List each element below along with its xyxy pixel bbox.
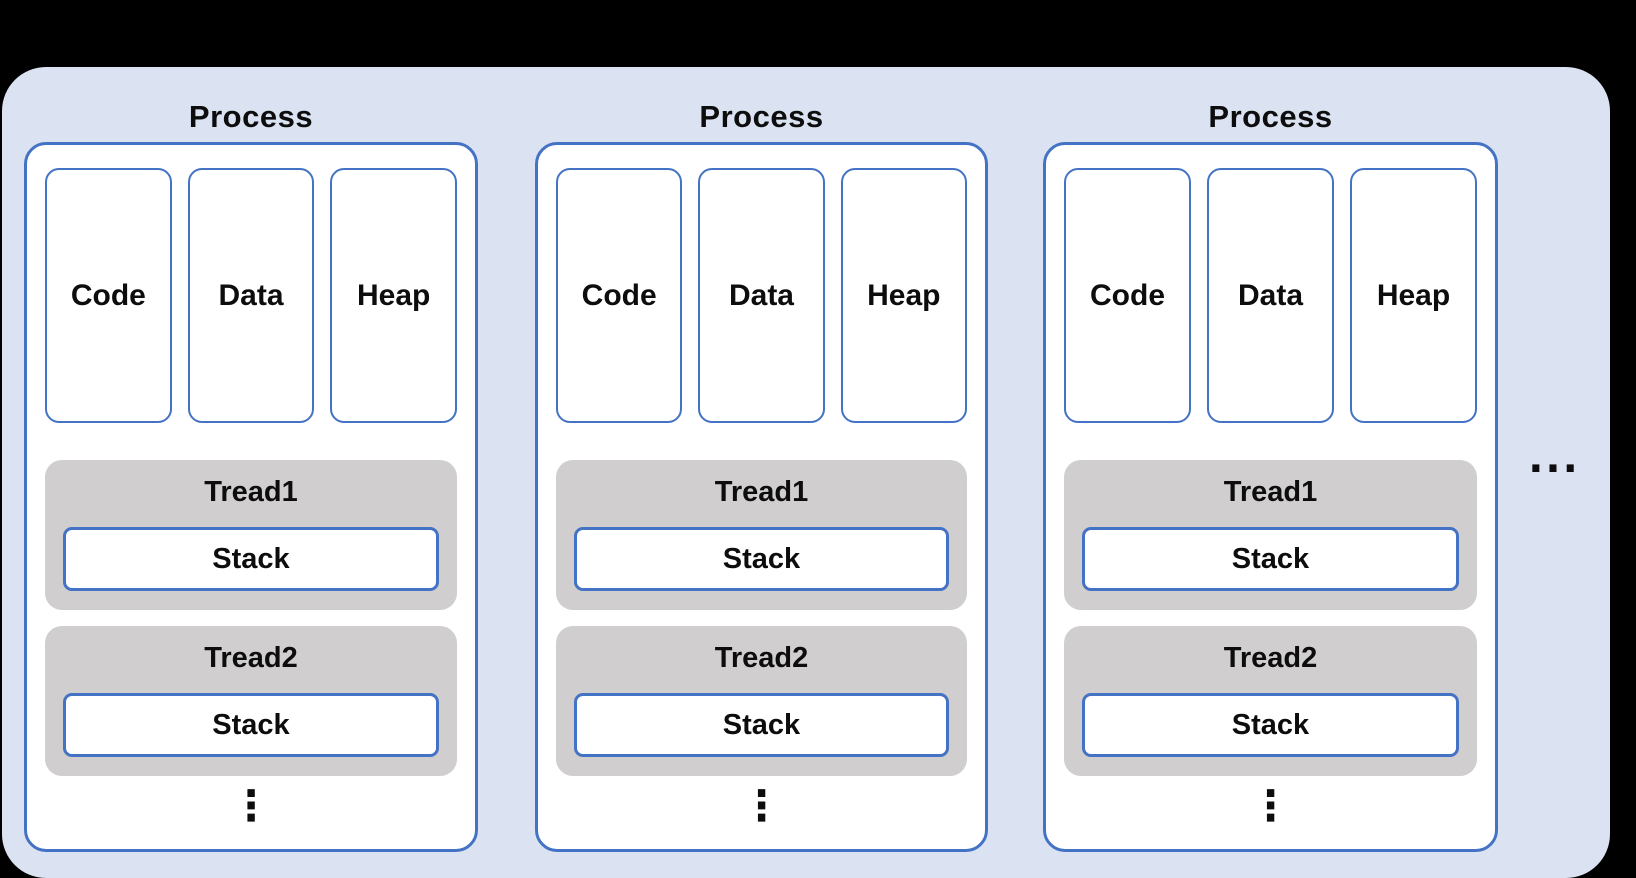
memory-segments-row: Code Data Heap [45,168,458,423]
thread2-stack-box: Stack [63,693,439,757]
memory-segments-row: Code Data Heap [556,168,967,423]
process-group-2: Process Code Data Heap Tread1 Stack Trea… [535,67,988,878]
code-segment-box: Code [1064,168,1191,423]
more-threads-ellipsis-icon: ⋮ [230,781,272,830]
more-threads-ellipsis-icon: ⋮ [1249,781,1292,830]
thread1-box: Tread1 Stack [556,460,967,610]
thread1-box: Tread1 Stack [45,460,457,610]
thread2-stack-box: Stack [1082,693,1459,757]
data-segment-box: Data [698,168,825,423]
heap-segment-box: Heap [840,168,967,423]
heap-segment-box: Heap [1350,168,1477,423]
thread1-stack-box: Stack [63,527,439,591]
thread2-box: Tread2 Stack [1064,626,1477,776]
data-segment-box: Data [187,168,315,423]
process-card: Code Data Heap Tread1 Stack Tread2 Stack… [535,142,988,852]
thread1-stack-box: Stack [1082,527,1459,591]
thread1-stack-box: Stack [574,527,949,591]
more-threads-ellipsis-icon: ⋮ [740,781,783,830]
code-segment-box: Code [556,168,683,423]
more-processes-ellipsis-icon: ... [1528,436,1580,482]
process-group-3: Process Code Data Heap Tread1 Stack Trea… [1043,67,1498,878]
heap-segment-box: Heap [330,168,458,423]
thread1-title: Tread1 [204,475,298,508]
thread2-box: Tread2 Stack [45,626,457,776]
process-card: Code Data Heap Tread1 Stack Tread2 Stack… [1043,142,1498,852]
thread2-title: Tread2 [204,641,298,674]
data-segment-box: Data [1207,168,1334,423]
process-group-1: Process Code Data Heap Tread1 Stack Trea… [24,67,478,878]
system-memory-panel: Process Code Data Heap Tread1 Stack Trea… [2,67,1610,878]
process-title: Process [699,99,824,134]
thread2-title: Tread2 [714,641,809,674]
process-card: Code Data Heap Tread1 Stack Tread2 Stack… [24,142,478,852]
thread1-box: Tread1 Stack [1064,460,1477,610]
memory-segments-row: Code Data Heap [1064,168,1477,423]
thread2-title: Tread2 [1223,641,1318,674]
process-title: Process [1208,99,1333,134]
thread2-stack-box: Stack [574,693,949,757]
thread2-box: Tread2 Stack [556,626,967,776]
thread1-title: Tread1 [714,475,809,508]
process-title: Process [188,99,314,134]
code-segment-box: Code [45,168,172,423]
thread1-title: Tread1 [1223,475,1318,508]
